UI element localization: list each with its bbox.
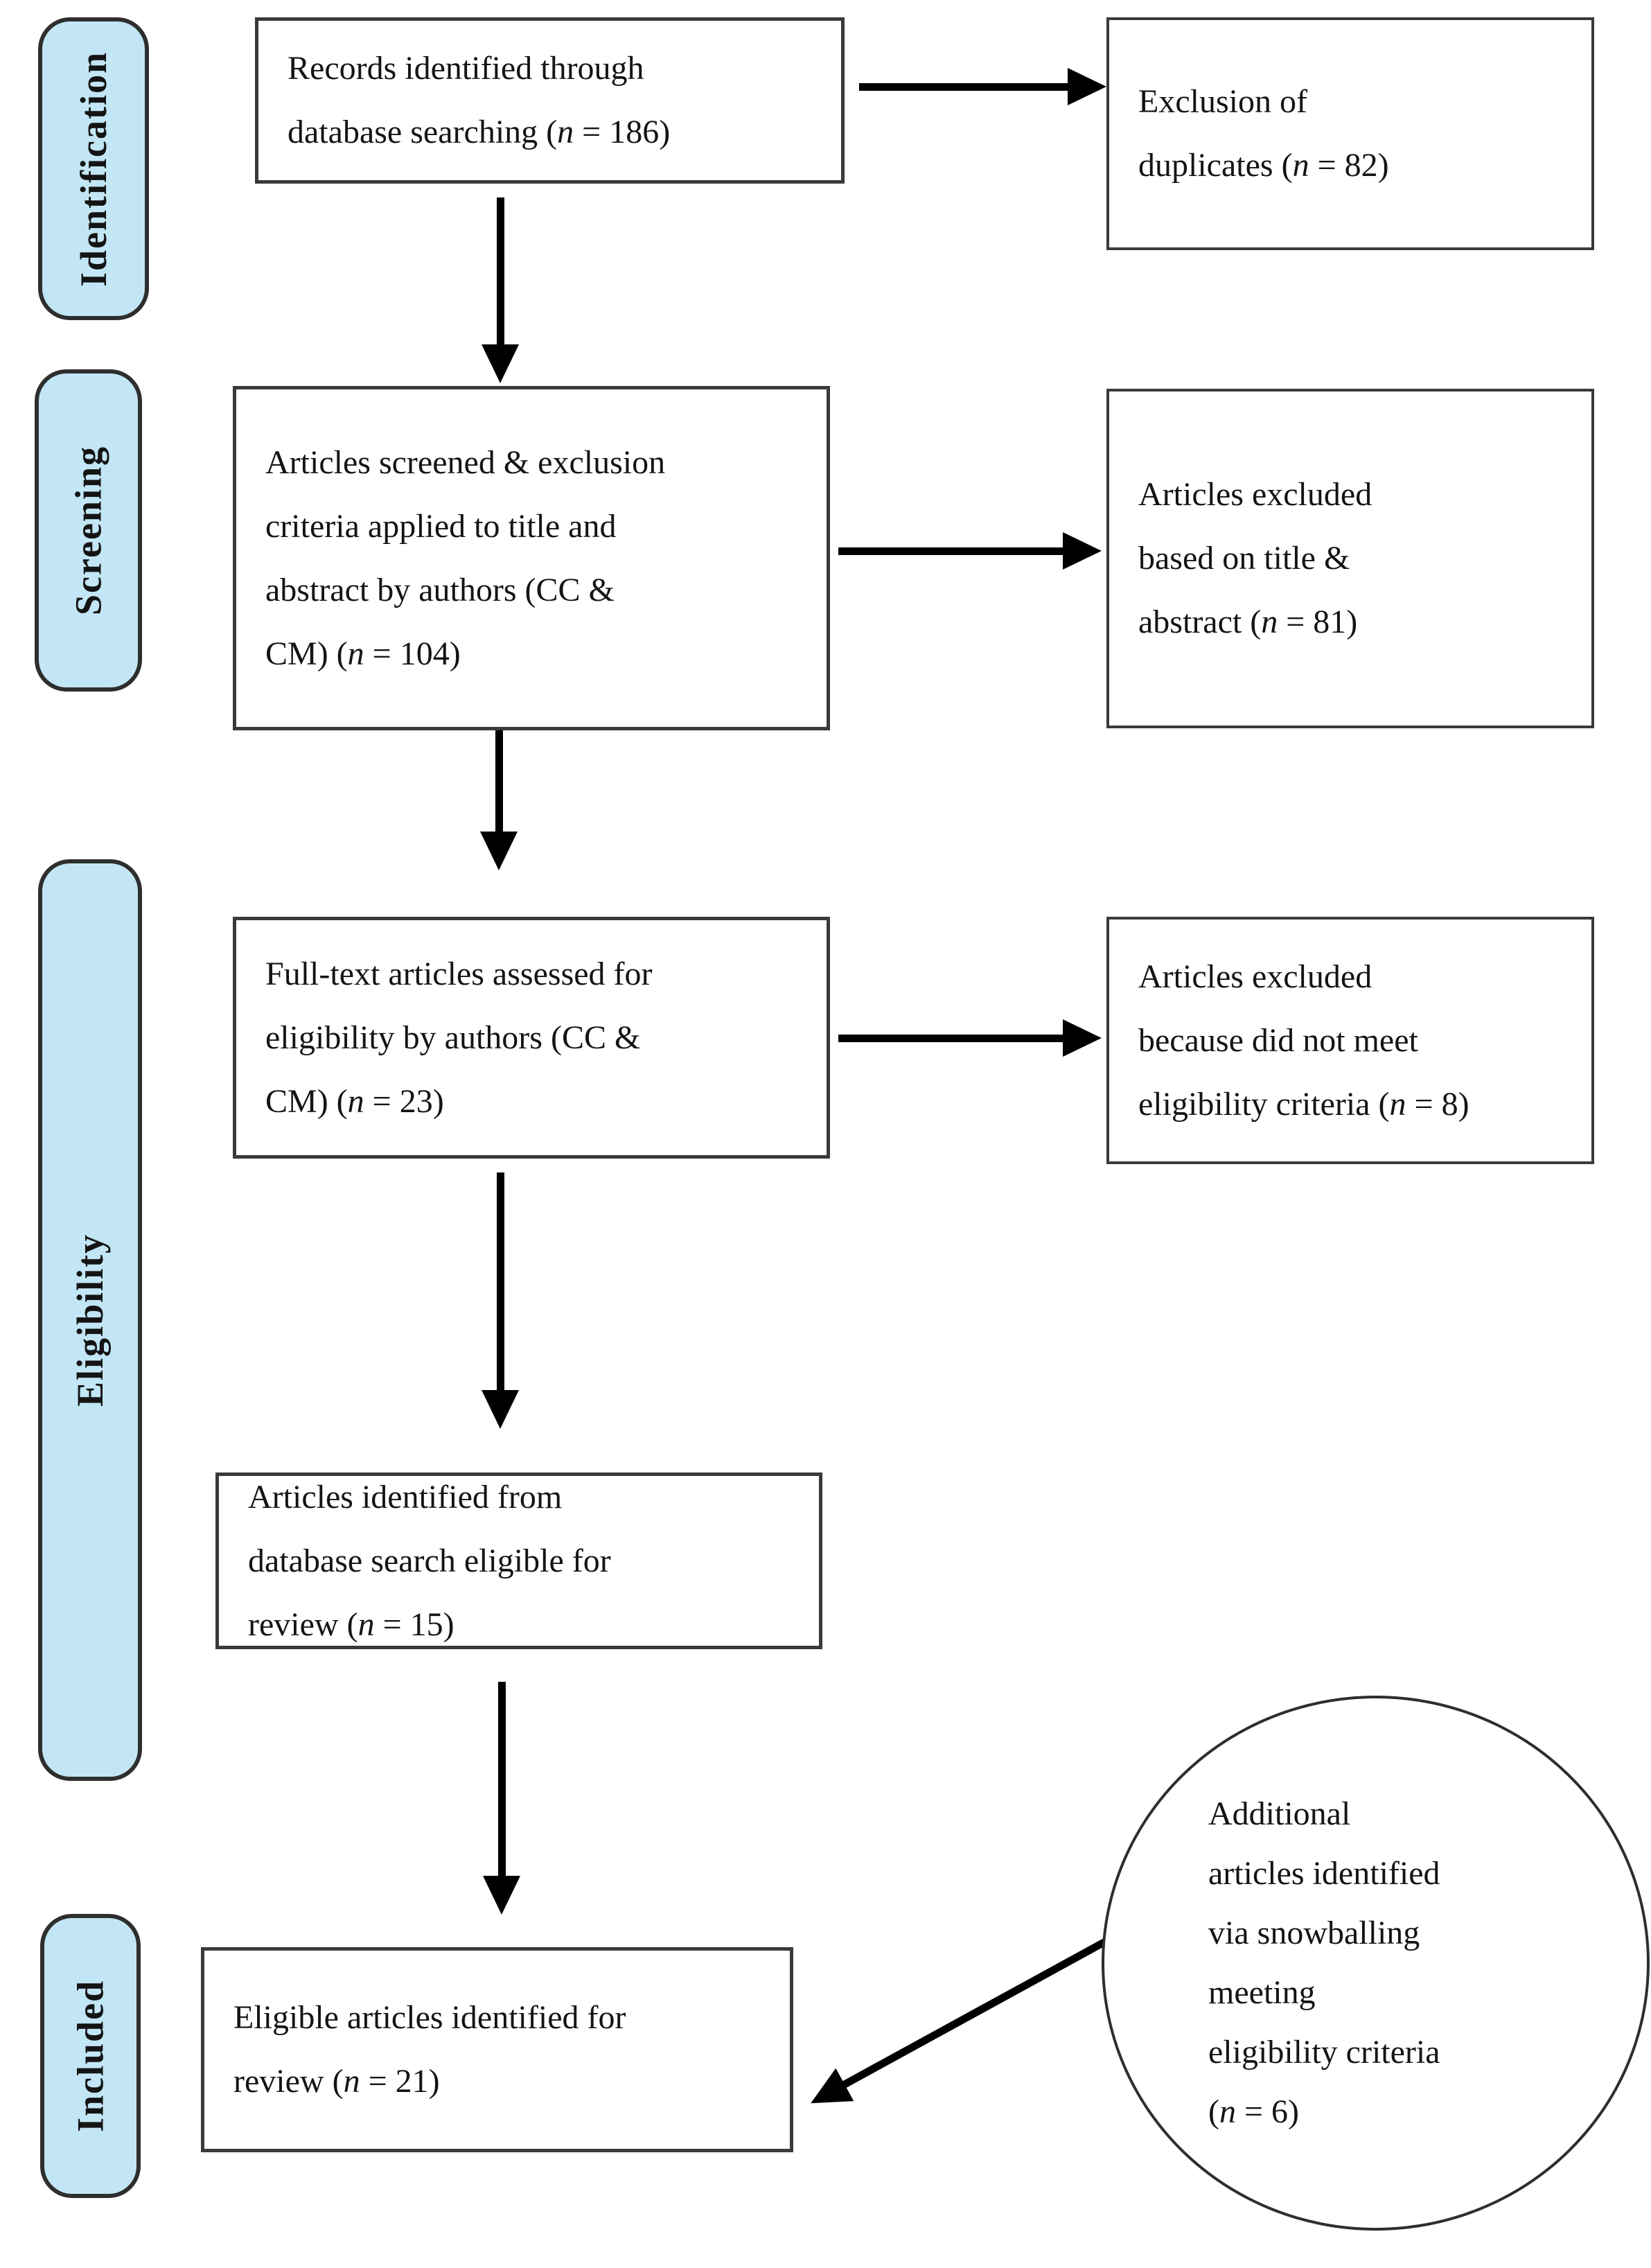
arrow-shaft (497, 197, 504, 344)
flow-box-text: Articles screened & exclusion criteria a… (265, 443, 666, 672)
flow-box-text: Records identified through database sear… (288, 50, 671, 150)
arrow-shaft (838, 1035, 1064, 1042)
arrow-head (482, 344, 519, 383)
arrow-head (1063, 1019, 1102, 1057)
flow-box-text: Articles identified from database search… (248, 1478, 611, 1643)
flow-box-articles-screened: Articles screened & exclusion criteria a… (233, 386, 830, 730)
flow-box-fulltext-assessed: Full-text articles assessed for eligibil… (233, 917, 830, 1159)
circle-text: Additional articles identified via snowb… (1208, 1795, 1440, 2130)
arrow-head (482, 1390, 519, 1429)
side-box-text: Exclusion of duplicates (n = 82) (1138, 83, 1389, 184)
side-box-excluded-title-abstract: Articles excluded based on title & abstr… (1106, 389, 1594, 728)
arrow-shaft (859, 83, 1070, 91)
flow-box-records-identified: Records identified through database sear… (255, 17, 845, 184)
arrow-snowballing-to-included (802, 1936, 1111, 2120)
stage-band-screening: Screening (35, 369, 142, 692)
flow-box-text: Full-text articles assessed for eligibil… (265, 955, 653, 1120)
side-box-duplicates-excluded: Exclusion of duplicates (n = 82) (1106, 17, 1594, 250)
arrow-shaft (838, 547, 1064, 555)
stage-band-eligibility: Eligibility (38, 859, 142, 1781)
arrow-head (1068, 68, 1106, 105)
stage-band-identification: Identification (38, 17, 149, 320)
stage-band-included: Included (40, 1914, 141, 2198)
arrow-shaft (497, 1172, 504, 1391)
side-box-excluded-eligibility: Articles excluded because did not meet e… (1106, 917, 1594, 1164)
arrow-shaft (840, 1936, 1111, 2089)
arrow-shaft (495, 730, 503, 833)
flow-box-database-eligible: Articles identified from database search… (215, 1473, 822, 1649)
flow-box-eligible-for-review: Eligible articles identified for review … (201, 1947, 793, 2152)
arrow-head (802, 2068, 854, 2120)
side-box-text: Articles excluded based on title & abstr… (1138, 476, 1372, 640)
flow-box-text: Eligible articles identified for review … (233, 1999, 626, 2100)
circle-snowballing-articles: Additional articles identified via snowb… (1102, 1696, 1650, 2231)
arrow-head (480, 832, 518, 870)
arrow-shaft (498, 1682, 506, 1877)
arrow-head (1063, 532, 1102, 570)
side-box-text: Articles excluded because did not meet e… (1138, 958, 1469, 1123)
arrow-head (483, 1876, 520, 1915)
